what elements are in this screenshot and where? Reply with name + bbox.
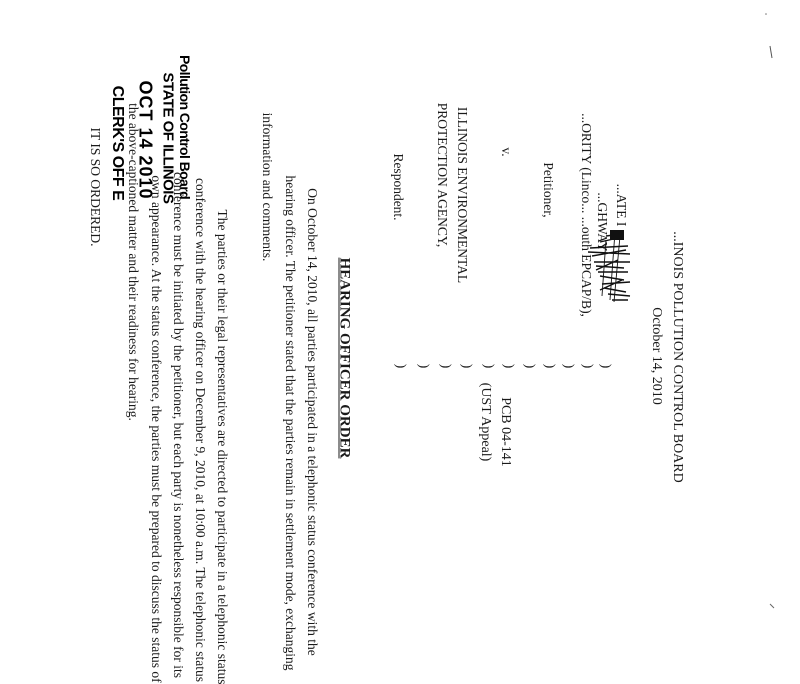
scan-specks — [765, 13, 775, 609]
scan-scribble — [587, 230, 631, 303]
